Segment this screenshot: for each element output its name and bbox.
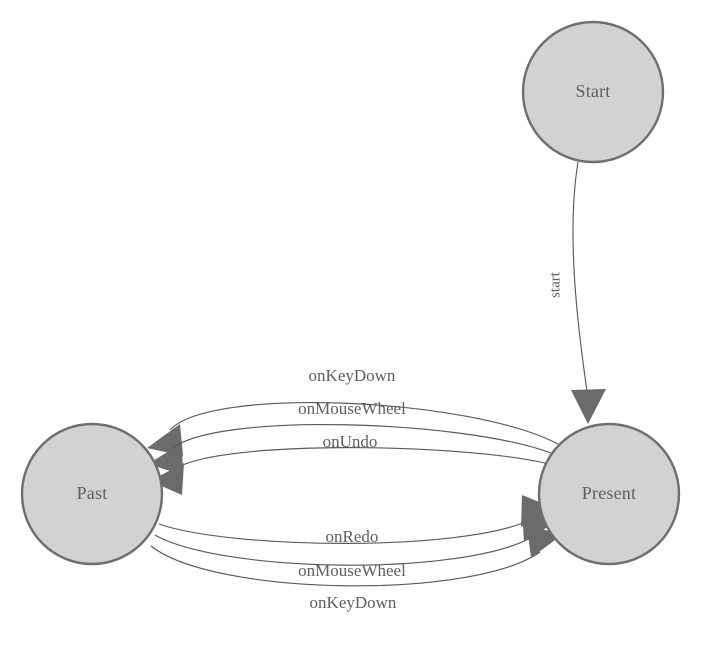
edge-undo[interactable]: onUndo xyxy=(150,432,546,495)
edge-redo-label: onRedo xyxy=(326,527,379,546)
node-start[interactable]: Start xyxy=(521,20,665,164)
edge-mousewheel-redo-path xyxy=(154,534,535,566)
edge-keydown-redo[interactable]: onKeyDown xyxy=(150,526,563,612)
edge-start-path xyxy=(572,161,589,399)
edge-mousewheel-undo-arrowhead xyxy=(148,443,183,475)
edge-mousewheel-undo-label: onMouseWheel xyxy=(298,399,406,418)
node-present-circle xyxy=(537,422,681,566)
node-past-label: Past xyxy=(77,483,108,503)
node-start-label: Start xyxy=(576,81,611,101)
node-start-circle xyxy=(521,20,665,164)
node-present-label: Present xyxy=(582,483,636,503)
edge-undo-arrowhead xyxy=(150,463,184,495)
edge-start-arrowhead xyxy=(571,389,606,424)
edge-keydown-undo-path xyxy=(169,401,559,445)
edge-redo-path xyxy=(158,519,531,544)
edge-redo[interactable]: onRedo xyxy=(158,495,554,546)
edge-start-label: start xyxy=(547,271,563,298)
node-past-circle xyxy=(20,422,164,566)
edge-mousewheel-redo-label: onMouseWheel xyxy=(298,561,406,580)
edge-undo-label: onUndo xyxy=(323,432,378,451)
edge-mousewheel-undo[interactable]: onMouseWheel xyxy=(148,399,552,475)
node-present[interactable]: Present xyxy=(537,422,681,566)
edge-mousewheel-undo-path xyxy=(171,423,552,454)
node-past[interactable]: Past xyxy=(20,422,164,566)
edge-keydown-redo-label: onKeyDown xyxy=(310,593,397,612)
edge-keydown-undo-label: onKeyDown xyxy=(309,366,396,385)
edge-undo-path xyxy=(174,447,546,470)
edge-keydown-redo-path xyxy=(150,545,541,587)
edge-start[interactable]: start xyxy=(547,161,606,424)
